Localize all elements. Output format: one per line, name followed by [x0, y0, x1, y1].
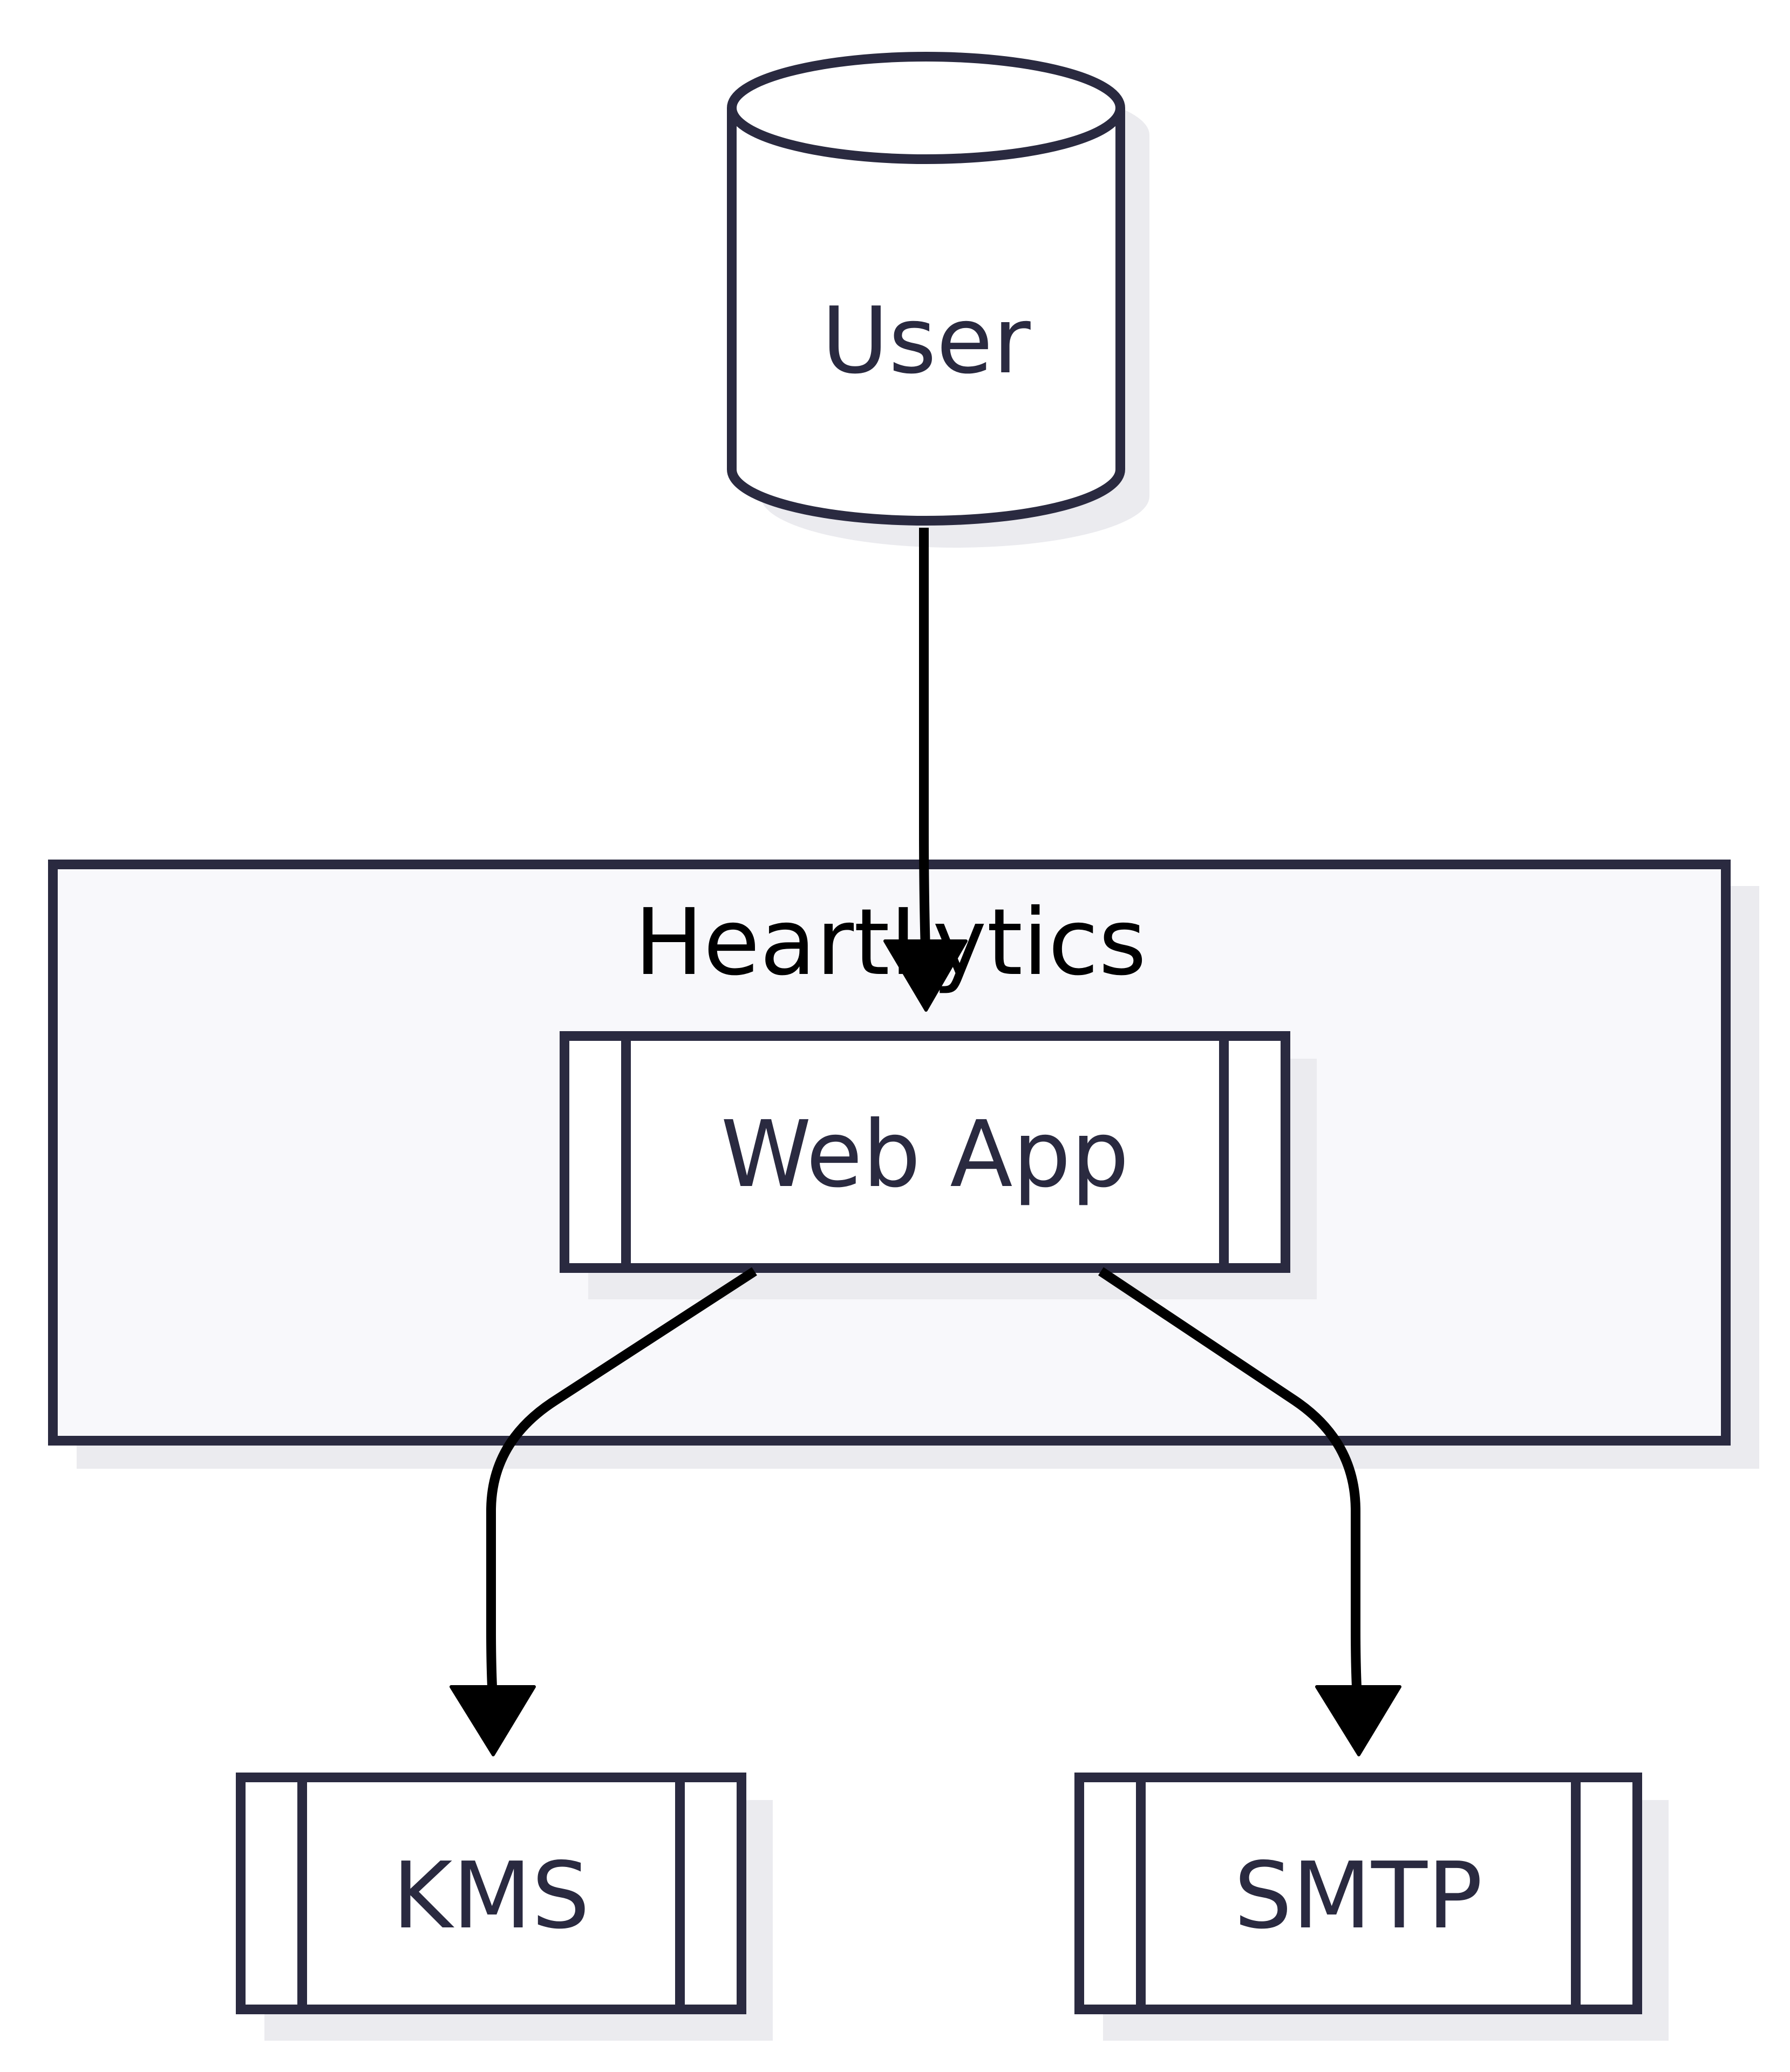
node-smtp-label: SMTP	[1234, 1843, 1483, 1950]
edge-user-webapp	[883, 528, 968, 1012]
node-smtp: SMTP	[1074, 1773, 1669, 2041]
node-kms-label: KMS	[392, 1843, 590, 1950]
edge-user-webapp-line	[919, 528, 931, 966]
node-user-rim	[727, 107, 1125, 164]
edge-user-webapp-arrowhead	[883, 939, 968, 1012]
node-user-label: User	[821, 288, 1031, 394]
node-user: User	[727, 52, 1149, 548]
node-webapp-label: Web App	[721, 1101, 1129, 1208]
edge-webapp-kms	[450, 1267, 757, 1756]
node-kms-box	[236, 1773, 746, 2014]
node-kms: KMS	[236, 1773, 773, 2041]
node-smtp-box	[1074, 1773, 1642, 2014]
edge-webapp-kms-arrowhead	[450, 1685, 536, 1756]
edge-webapp-kms-line	[486, 1267, 757, 1687]
node-webapp-box	[560, 1031, 1290, 1273]
edge-webapp-smtp-arrowhead	[1315, 1685, 1401, 1756]
node-webapp: Web App	[560, 1031, 1317, 1299]
node-user-body	[727, 52, 1125, 526]
edge-webapp-smtp	[1098, 1267, 1401, 1756]
edge-webapp-smtp-line	[1098, 1267, 1362, 1687]
